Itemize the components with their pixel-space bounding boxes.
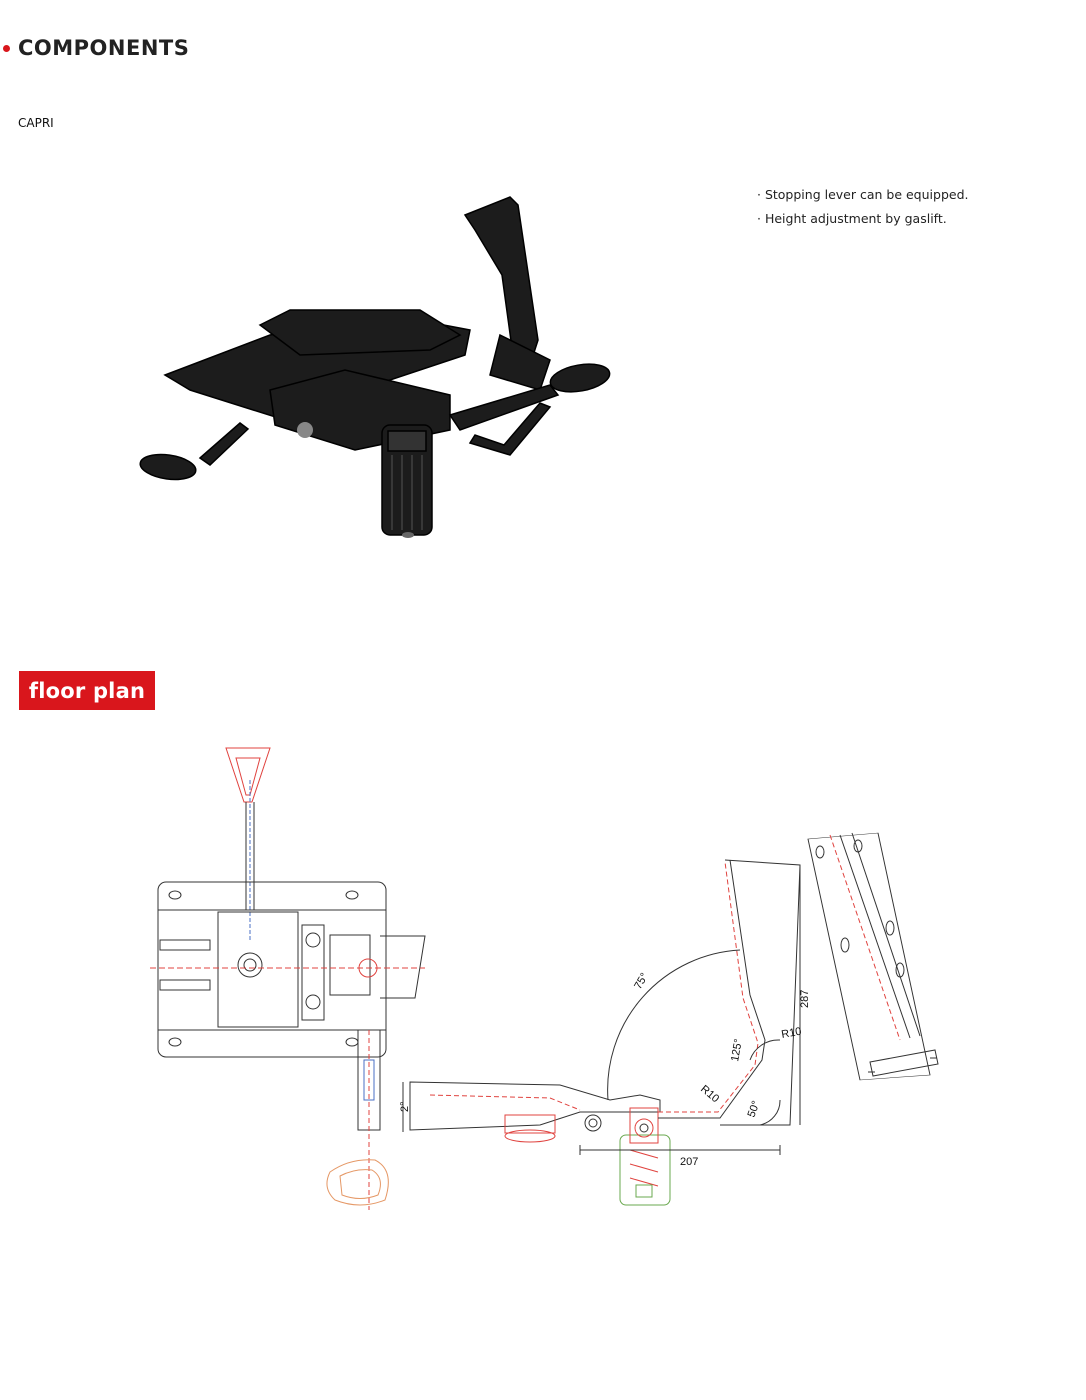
floor-plan-badge: floor plan	[19, 671, 155, 710]
product-model-name: CAPRI	[18, 116, 54, 130]
dim-radius-b: R10	[780, 1026, 802, 1041]
bracket-detail	[807, 832, 939, 1081]
floor-plan-drawing: 75° 125° 50° 2° R10 R10 287 207	[150, 747, 939, 1210]
dim-width-207: 207	[680, 1156, 698, 1168]
product-photo	[139, 196, 611, 538]
top-view	[150, 747, 426, 1210]
dim-angle-125: 125°	[729, 1038, 745, 1063]
dim-angle-2: 2°	[399, 1101, 411, 1112]
feature-item: · Stopping lever can be equipped.	[757, 187, 969, 202]
dim-height-287: 287	[799, 990, 811, 1008]
page-title: COMPONENTS	[18, 36, 190, 60]
feature-list: · Stopping lever can be equipped. · Heig…	[757, 183, 968, 231]
dim-angle-50: 50°	[746, 1099, 763, 1119]
dim-radius-a: R10	[698, 1083, 721, 1105]
feature-item: · Height adjustment by gaslift.	[757, 211, 947, 226]
side-view	[402, 859, 801, 1206]
dim-angle-75: 75°	[632, 971, 651, 991]
section-header: COMPONENTS	[0, 36, 189, 60]
red-bullet-icon	[3, 44, 10, 52]
